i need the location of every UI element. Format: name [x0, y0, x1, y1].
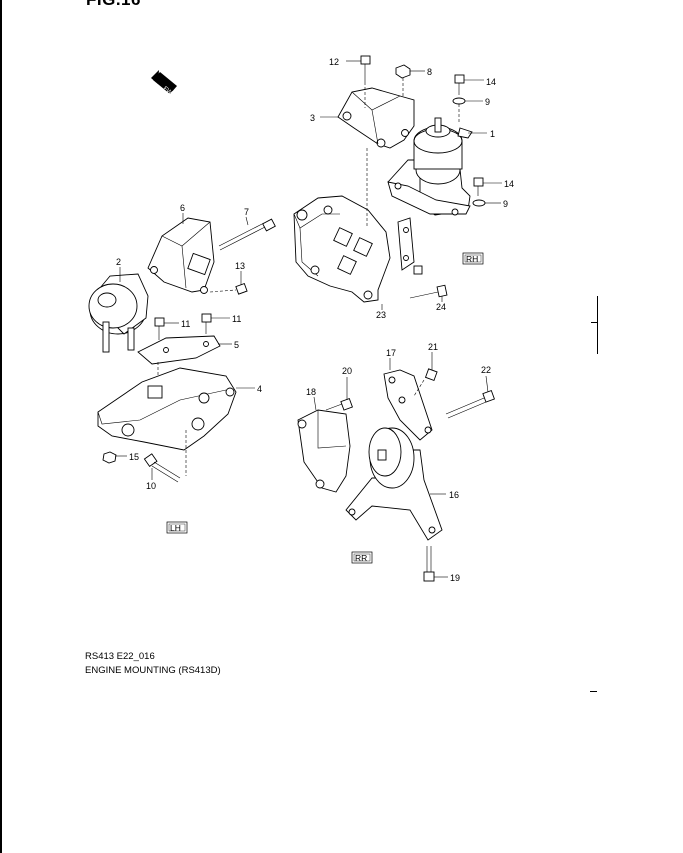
callout-14-lower: 14: [504, 179, 514, 189]
part-9-washer-upper: [452, 97, 466, 124]
part-14-bolt-lower: [473, 177, 484, 196]
callout-21: 21: [428, 342, 438, 352]
part-4-mounting-member: [97, 367, 237, 476]
callout-20: 20: [342, 366, 352, 376]
callout-labels: 12 8 14 9 3 1 14 9 6 7 2 13 24 23 11 11 …: [116, 57, 514, 583]
callout-8: 8: [427, 67, 432, 77]
part-23-bracket: [293, 148, 391, 303]
svg-text:RH: RH: [466, 254, 478, 264]
callout-9-upper: 9: [485, 97, 490, 107]
part-19-bolt: [423, 546, 435, 582]
callout-3: 3: [310, 113, 315, 123]
margin-mark-vertical: [597, 296, 598, 354]
part-2-engine-mount-lh: [88, 273, 149, 353]
bracket-strap: [397, 217, 423, 275]
part-22-bolt: [445, 389, 495, 419]
callout-19: 19: [450, 573, 460, 583]
margin-mark-bottom: [590, 691, 597, 692]
svg-text:RR: RR: [355, 553, 367, 563]
callout-11-right: 11: [232, 314, 241, 324]
part-7-bolt: [218, 218, 276, 251]
callout-15: 15: [129, 452, 139, 462]
callout-1: 1: [490, 129, 495, 139]
callout-6: 6: [180, 203, 185, 213]
callout-16: 16: [449, 490, 459, 500]
callout-14-upper: 14: [486, 77, 496, 87]
part-17-bracket: [383, 369, 433, 441]
figure-title: FIG.16: [86, 0, 141, 10]
part-24-bolt: [409, 284, 448, 299]
callout-17: 17: [386, 348, 396, 358]
part-6-bracket: [147, 217, 215, 294]
leader-lines: [115, 60, 502, 578]
part-1-engine-mount-rh: [387, 117, 473, 216]
part-10-bolt: [143, 453, 181, 483]
fwd-arrow-icon: FWD: [151, 70, 177, 99]
tag-rh: RH: [462, 252, 484, 265]
callout-13: 13: [235, 261, 245, 271]
callout-10: 10: [146, 481, 156, 491]
callout-22: 22: [481, 365, 491, 375]
caption-title: ENGINE MOUNTING (RS413D): [85, 665, 221, 676]
part-15-nut: [102, 451, 117, 464]
part-5-bracket: [137, 335, 221, 388]
part-20-bolt: [325, 397, 353, 411]
part-16-engine-mount-rr: [345, 427, 443, 541]
callout-9-lower: 9: [503, 199, 508, 209]
callout-2: 2: [116, 257, 121, 267]
part-11-bolt-left: [154, 317, 165, 340]
part-3-bracket: [337, 87, 415, 149]
part-21-bolt: [413, 368, 438, 397]
caption-code: RS413 E22_016: [85, 651, 155, 662]
callout-5: 5: [234, 340, 239, 350]
svg-text:LH: LH: [170, 523, 181, 533]
tag-rr: RR: [351, 551, 373, 564]
callout-11-left: 11: [181, 319, 190, 329]
callout-12: 12: [329, 57, 339, 67]
part-12-bolt: [360, 55, 371, 108]
callout-7: 7: [244, 207, 249, 217]
callout-4: 4: [257, 384, 262, 394]
callout-18: 18: [306, 387, 316, 397]
callout-23: 23: [376, 310, 386, 320]
part-11-bolt-right: [201, 313, 212, 334]
callout-24: 24: [436, 302, 446, 312]
part-18-bracket: [297, 409, 351, 493]
part-13-bolt: [209, 282, 248, 295]
part-14-bolt-upper: [454, 74, 465, 95]
part-9-washer-lower: [472, 199, 486, 207]
page-left-border: [0, 0, 2, 853]
margin-mark-tick: [591, 322, 598, 323]
tag-lh: LH: [166, 521, 188, 534]
part-8-nut: [395, 64, 411, 96]
